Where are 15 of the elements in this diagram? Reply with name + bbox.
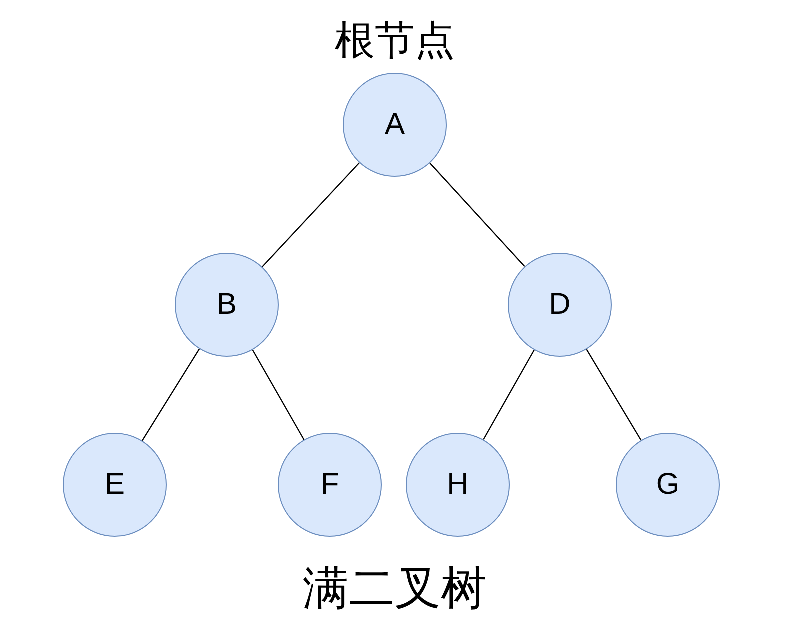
node-heading: 根节点 bbox=[335, 17, 455, 66]
tree-node-circle: A bbox=[343, 73, 447, 177]
connector-line bbox=[262, 162, 360, 268]
tree-node-circle: H bbox=[406, 433, 510, 537]
tree-node-circle: F bbox=[278, 433, 382, 537]
connector-line bbox=[483, 350, 535, 440]
connector-line bbox=[430, 162, 526, 268]
tree-node-circle: B bbox=[175, 253, 279, 357]
tree-node-circle: E bbox=[63, 433, 167, 537]
tree-node-circle: G bbox=[616, 433, 720, 537]
connector-line bbox=[252, 350, 305, 440]
connector-line bbox=[586, 349, 642, 441]
connector-line bbox=[142, 348, 200, 442]
caption: 满二叉树 bbox=[303, 560, 487, 617]
tree-node-circle: D bbox=[508, 253, 612, 357]
